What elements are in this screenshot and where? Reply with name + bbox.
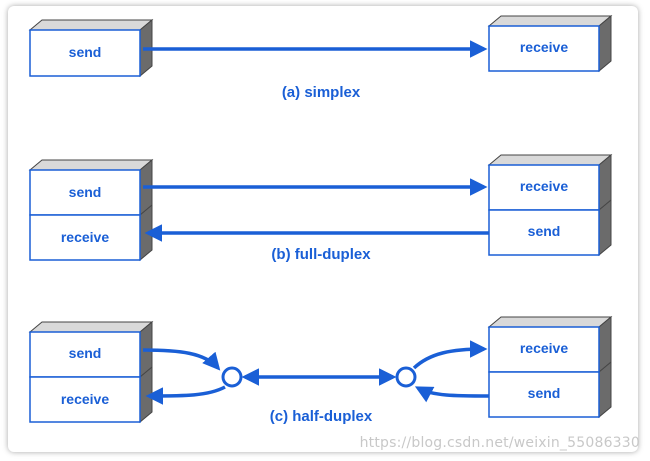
simplex-caption: (a) simplex [282,84,361,101]
half-duplex-right-send-curve [414,386,490,403]
half-duplex-right-receive-curve [412,340,488,370]
half-duplex-left-receive-label: receive [61,391,109,407]
half-duplex-right-receive-label: receive [520,340,568,356]
half-duplex-left-send-curve [142,348,221,371]
full-duplex-right-stack: receive send [487,153,613,257]
half-duplex-left-receive-curve [145,385,226,405]
half-duplex-left-junction [221,366,243,388]
half-duplex-left-send-label: send [69,345,102,361]
half-duplex-right-stack: receive send [487,315,613,419]
simplex-send-label: send [69,44,102,60]
full-duplex-right-receive-label: receive [520,178,568,194]
simplex-receive-box: receive [487,14,613,73]
full-duplex-left-receive-label: receive [61,229,109,245]
watermark-text: https://blog.csdn.net/weixin_55086330 [359,435,640,451]
simplex-send-box: send [28,18,154,78]
full-duplex-caption: (b) full-duplex [271,246,371,263]
half-duplex-right-send-label: send [528,385,561,401]
half-duplex-caption: (c) half-duplex [270,408,373,425]
full-duplex-left-send-label: send [69,184,102,200]
simplex-receive-label: receive [520,39,568,55]
half-duplex-right-junction [395,366,417,388]
full-duplex-left-stack: send receive [28,158,154,262]
full-duplex-right-send-label: send [528,223,561,239]
half-duplex-left-stack: send receive [28,320,154,424]
